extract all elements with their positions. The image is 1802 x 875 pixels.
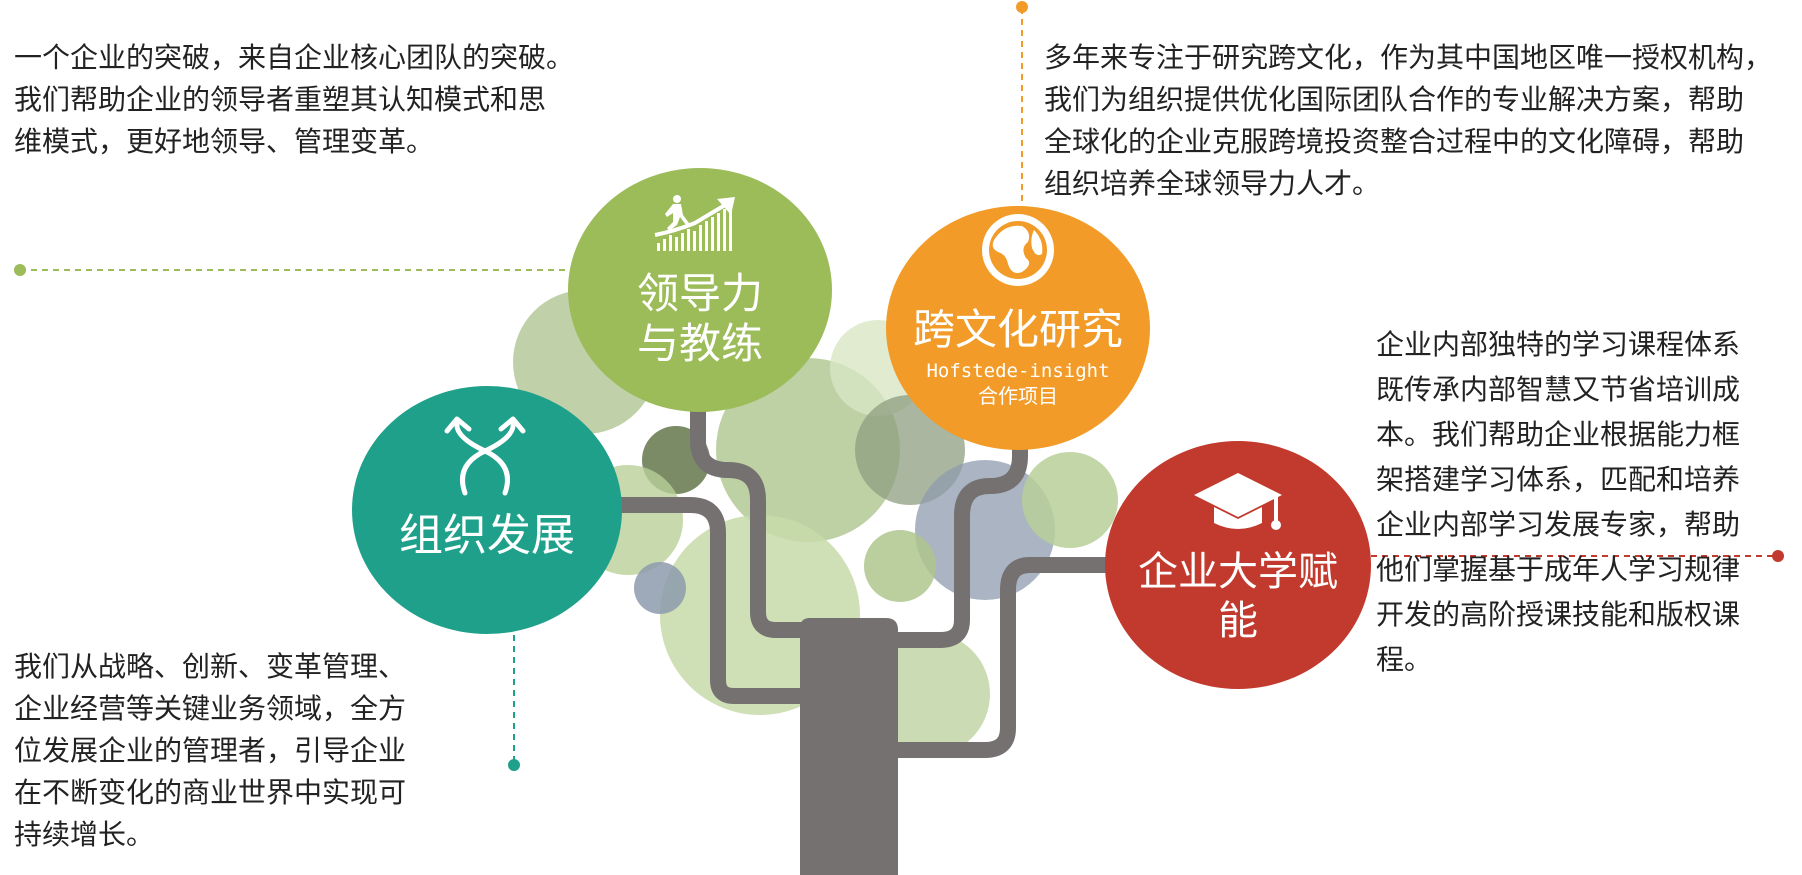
corporate-university-description-line: 他们掌握基于成年人学习规律 (1376, 553, 1741, 586)
foliage-bubble (1022, 452, 1118, 548)
org-development-description-line: 我们从战略、创新、变革管理、 (14, 650, 407, 683)
cross-culture-sub-line2: 合作项目 (978, 384, 1058, 408)
cross-culture-label: 跨文化研究 (913, 305, 1123, 354)
corporate-university-description-line: 企业内部独特的学习课程体系 (1376, 328, 1741, 361)
org-development-description-line: 持续增长。 (14, 818, 155, 851)
org-development-description-line: 位发展企业的管理者，引导企业 (14, 734, 407, 767)
corporate-university-circle (1105, 441, 1371, 689)
growth-chart-runner-icon (654, 195, 735, 251)
node-corporate-university: 企业大学赋 能 (1105, 441, 1371, 689)
node-leadership: 领导力 与教练 (568, 168, 832, 412)
corporate-university-description-line: 本。我们帮助企业根据能力框 (1376, 418, 1741, 451)
branch-cross-culture (890, 448, 1028, 648)
org-development-description: 我们从战略、创新、变革管理、 企业经营等关键业务领域，全方 位发展企业的管理者，… (14, 646, 406, 856)
foliage-bubble (864, 530, 936, 602)
leadership-label-line1: 领导力 (637, 269, 763, 318)
cross-culture-description-line: 多年来专注于研究跨文化，作为其中国地区唯一授权机构， (1044, 41, 1773, 74)
corporate-university-description-line: 既传承内部智慧又节省培训成 (1376, 373, 1741, 406)
connector-lines (14, 1, 1784, 771)
diverging-arrows-icon (444, 416, 526, 496)
graduation-cap-icon (1194, 473, 1282, 530)
leadership-label-line2: 与教练 (637, 319, 763, 368)
cross-culture-description-line: 组织培养全球领导力人才。 (1044, 167, 1381, 200)
branch-org-development (612, 497, 810, 704)
org-development-description-line: 在不断变化的商业世界中实现可 (14, 776, 407, 809)
tree-trunk (800, 618, 898, 875)
connector-dot-corporate-university (1772, 550, 1784, 562)
globe-icon (982, 214, 1054, 286)
cross-culture-description-line: 全球化的企业克服跨境投资整合过程中的文化障碍，帮助 (1044, 125, 1745, 158)
org-development-circle (352, 386, 622, 634)
org-development-label: 组织发展 (399, 510, 575, 561)
leadership-circle (568, 168, 832, 412)
connector-dot-org-development (508, 759, 520, 771)
corporate-university-description-line: 开发的高阶授课技能和版权课 (1376, 598, 1741, 631)
cross-culture-sub-line1: Hofstede-insight (926, 360, 1109, 382)
cross-culture-description-line: 我们为组织提供优化国际团队合作的专业解决方案，帮助 (1044, 83, 1745, 116)
node-org-development: 组织发展 (352, 386, 622, 634)
cross-culture-description: 多年来专注于研究跨文化，作为其中国地区唯一授权机构， 我们为组织提供优化国际团队… (1044, 37, 1772, 205)
connector-dot-cross-culture (1016, 1, 1028, 13)
corporate-university-description: 企业内部独特的学习课程体系 既传承内部智慧又节省培训成 本。我们帮助企业根据能力… (1376, 322, 1740, 682)
leadership-description-line: 一个企业的突破，来自企业核心团队的突破。 (14, 41, 575, 74)
corporate-university-description-line: 程。 (1376, 643, 1433, 676)
branch-leadership (690, 390, 830, 638)
corporate-university-description-line: 企业内部学习发展专家，帮助 (1376, 508, 1741, 541)
foliage-bubble (634, 562, 686, 614)
branch-corporate-university (890, 557, 1115, 758)
corporate-university-description-line: 架搭建学习体系，匹配和培养 (1376, 463, 1741, 496)
corporate-university-label-line1: 企业大学赋 (1138, 549, 1338, 595)
node-cross-culture: 跨文化研究 Hofstede-insight 合作项目 (886, 206, 1150, 450)
tree-branches (612, 390, 1115, 758)
corporate-university-label-line2: 能 (1218, 598, 1258, 644)
leadership-description-line: 我们帮助企业的领导者重塑其认知模式和思 (14, 83, 547, 116)
connector-dot-leadership (14, 264, 26, 276)
cross-culture-circle (886, 206, 1150, 450)
leadership-description-line: 维模式，更好地领导、管理变革。 (14, 125, 435, 158)
org-development-description-line: 企业经营等关键业务领域，全方 (14, 692, 407, 725)
leadership-description: 一个企业的突破，来自企业核心团队的突破。 我们帮助企业的领导者重塑其认知模式和思… (14, 37, 574, 163)
